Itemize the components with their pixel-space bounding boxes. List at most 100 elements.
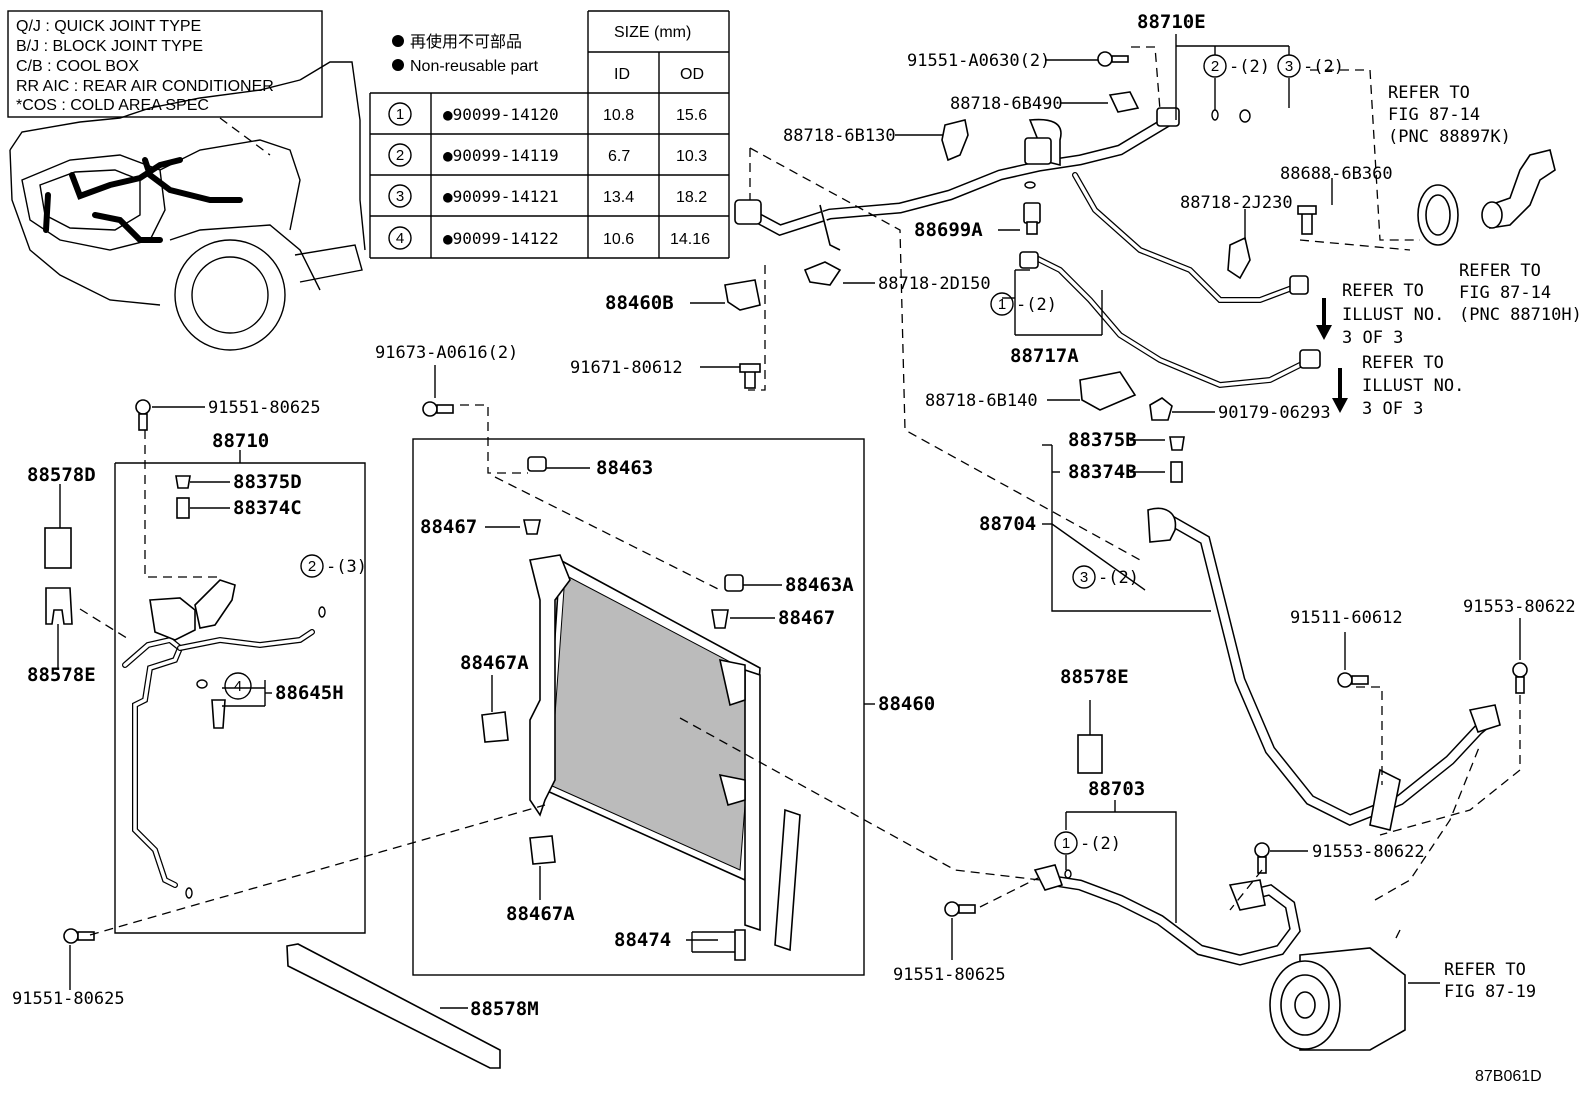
compressor — [1269, 947, 1406, 1051]
qty-label: -(2) — [1229, 57, 1270, 77]
label-88718-2J230: 88718-2J230 — [1180, 193, 1293, 213]
label-91551-A0630: 91551-A0630(2) — [907, 51, 1050, 71]
refer-line: FIG 87-14 — [1388, 105, 1480, 125]
suction-hose-assembly — [1051, 436, 1528, 831]
legend-line: Q/J : QUICK JOINT TYPE — [16, 18, 201, 35]
svg-text:1: 1 — [998, 296, 1006, 313]
row-part-number: ●90099-14121 — [443, 187, 559, 206]
bolt-icon — [422, 401, 438, 417]
row-id: 10.8 — [603, 107, 634, 124]
cap-90179-06293 — [1149, 397, 1173, 421]
bolt-icon — [1254, 842, 1270, 858]
svg-text:3: 3 — [1080, 569, 1088, 586]
svg-text:4: 4 — [234, 678, 242, 695]
row-od: 14.16 — [670, 231, 710, 248]
refer-to-notes: REFER TO FIG 87-14 (PNC 88897K) REFER TO… — [1342, 83, 1582, 1002]
bolt-icon — [135, 399, 151, 415]
row-id: 10.6 — [603, 231, 634, 248]
label-88718-6B490: 88718-6B490 — [950, 94, 1063, 114]
diagram-code: 87B061D — [1475, 1068, 1542, 1085]
discharge-hose-assembly — [944, 734, 1406, 1051]
reference-dashed-lines — [79, 46, 1521, 941]
label-88460B: 88460B — [605, 292, 674, 314]
qty-label: -(2) — [1098, 568, 1139, 588]
label-88578M: 88578M — [470, 998, 539, 1020]
label-91511-60612: 91511-60612 — [1290, 608, 1403, 628]
pressure-switch-88645H — [211, 699, 226, 729]
cushion-88467 — [711, 609, 729, 629]
label-91671-80612: 91671-80612 — [570, 358, 683, 378]
label-88474: 88474 — [614, 929, 671, 951]
label-88578D: 88578D — [27, 464, 96, 486]
valve-core-88374B — [1170, 461, 1183, 483]
label-91553-80622: 91553-80622 — [1312, 842, 1425, 862]
cap-88375D — [175, 475, 191, 489]
svg-text:1: 1 — [1062, 835, 1070, 852]
row-number: 1 — [396, 106, 404, 123]
clamp-88718-6B490 — [1108, 91, 1140, 113]
seal-88467A — [529, 835, 556, 865]
qty-label: -(2) — [1303, 57, 1344, 77]
label-88467: 88467 — [420, 516, 477, 538]
row-part-number: ●90099-14122 — [443, 229, 559, 248]
reference-arrows — [1316, 298, 1348, 413]
seal-88578D — [44, 527, 72, 569]
liquid-tube-assembly — [44, 399, 366, 944]
valve-core-88374C — [176, 497, 190, 519]
legend-line: C/B : COOL BOX — [16, 58, 139, 75]
down-arrow-icon — [1316, 298, 1332, 340]
note-jp: 再使用不可部品 — [410, 33, 522, 51]
refer-line: ILLUST NO. — [1362, 376, 1464, 396]
refer-line: ILLUST NO. — [1342, 305, 1444, 325]
label-88717A: 88717A — [1010, 345, 1079, 367]
refer-line: REFER TO — [1444, 960, 1526, 980]
col-od-header: OD — [680, 66, 704, 83]
refer-line: REFER TO — [1388, 83, 1470, 103]
col-id-header: ID — [614, 66, 630, 83]
bolt-icon — [1512, 662, 1528, 678]
label-88645H: 88645H — [275, 682, 344, 704]
label-88710E: 88710E — [1137, 11, 1206, 33]
cap-88375B — [1169, 436, 1185, 451]
row-number: 2 — [396, 147, 404, 164]
refer-line: (PNC 88710H) — [1459, 305, 1582, 325]
bracket-88718-6B140 — [1079, 371, 1137, 411]
o-ring-callouts: 2 -(2) 3 -(2) 1 -(2) 2 -(3) 4 3 -(2) 1 -… — [185, 54, 1344, 899]
label-91673-A0616: 91673-A0616(2) — [375, 343, 518, 363]
label-88374C: 88374C — [233, 497, 302, 519]
refer-line: REFER TO — [1362, 353, 1444, 373]
label-90179-06293: 90179-06293 — [1218, 403, 1331, 423]
qty-label: -(2) — [1016, 295, 1057, 315]
label-88460: 88460 — [878, 693, 935, 715]
cushion-88467 — [523, 519, 541, 535]
bolt-icon — [944, 901, 960, 917]
label-88374B: 88374B — [1068, 461, 1137, 483]
leader-lines — [57, 34, 1521, 1009]
label-88703: 88703 — [1088, 778, 1145, 800]
seal-88578E — [1077, 734, 1103, 774]
legend-line: *COS : COLD AREA SPEC — [16, 97, 209, 114]
refer-line: FIG 87-14 — [1459, 283, 1551, 303]
label-88704: 88704 — [979, 513, 1036, 535]
seal-88578E — [45, 587, 73, 625]
vehicle-location-sketch — [9, 61, 366, 351]
size-header: SIZE (mm) — [614, 24, 691, 41]
bracket-88460B — [724, 279, 761, 311]
condenser-assembly — [412, 401, 865, 976]
label-88578E: 88578E — [1060, 666, 1129, 688]
label-88463A: 88463A — [785, 574, 854, 596]
clamp-88718-2D150 — [803, 261, 842, 286]
label-88463: 88463 — [596, 457, 653, 479]
filled-dot-icon — [392, 59, 404, 71]
label-88467: 88467 — [778, 607, 835, 629]
label-88375B: 88375B — [1068, 429, 1137, 451]
row-id: 13.4 — [603, 189, 634, 206]
refer-line: REFER TO — [1459, 261, 1541, 281]
svg-text:3: 3 — [1285, 58, 1293, 75]
legend-line: B/J : BLOCK JOINT TYPE — [16, 38, 203, 55]
clamp-88718-2J230 — [1227, 236, 1251, 280]
refer-line: FIG 87-19 — [1444, 982, 1536, 1002]
non-reusable-note: 再使用不可部品 Non-reusable part — [392, 33, 539, 75]
label-88718-2D150: 88718-2D150 — [878, 274, 991, 294]
refer-line: REFER TO — [1342, 281, 1424, 301]
